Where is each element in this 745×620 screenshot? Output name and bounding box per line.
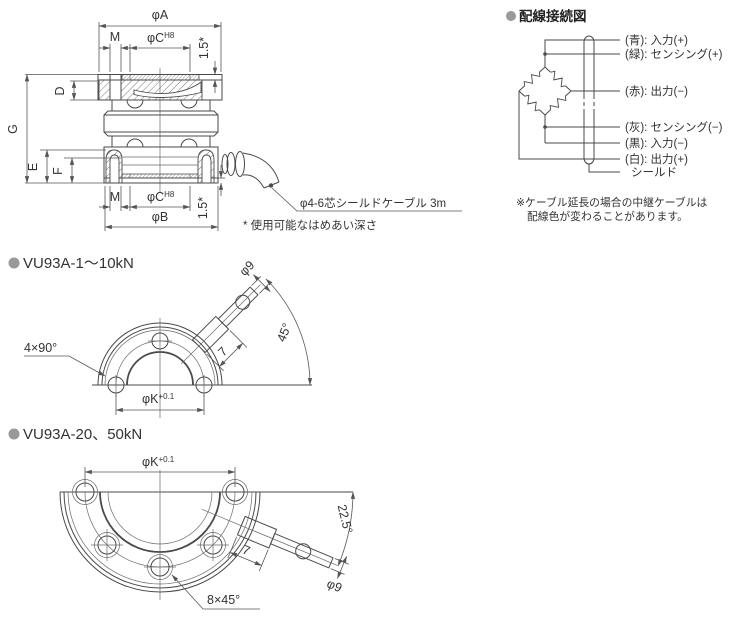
resistor-icon bbox=[547, 69, 569, 89]
dim-7-label: 7 bbox=[216, 344, 231, 359]
lower-neck bbox=[111, 136, 211, 148]
dim-d: D bbox=[53, 80, 98, 101]
dim-m-top: M bbox=[99, 30, 132, 72]
dim-8x45-label: 8×45° bbox=[207, 593, 240, 607]
dim-e-label: E bbox=[26, 163, 40, 171]
body-band bbox=[103, 110, 219, 137]
section-bullet-icon bbox=[8, 257, 20, 269]
dim-45-label: 45° bbox=[274, 321, 294, 344]
dim-depth-top: 1.5* bbox=[197, 37, 218, 93]
dim-m-top-label: M bbox=[110, 30, 120, 44]
resistor-icon bbox=[521, 93, 543, 113]
cable-sheath bbox=[583, 35, 595, 165]
upper-neck bbox=[111, 99, 211, 111]
dim-angle-22-5: 22.5° bbox=[335, 491, 356, 567]
wire-label-red: (赤): 出力(−) bbox=[625, 84, 688, 98]
dim-depth-bottom-label: 1.5* bbox=[196, 197, 210, 219]
wire-label-green: (緑): センシング(+) bbox=[625, 47, 723, 61]
wire-label-white: (白): 出力(+) bbox=[625, 152, 688, 166]
dim-d-label: D bbox=[53, 86, 67, 95]
cable-extension-note-1: ※ケーブル延長の場合の中継ケーブルは bbox=[516, 195, 707, 209]
dim-phi-k: φK+0.1 bbox=[84, 455, 236, 487]
dim-m-bottom-label: M bbox=[110, 190, 120, 204]
view2-title: VU93A-20、50kN bbox=[23, 426, 142, 443]
callout-4x90: 4×90° bbox=[24, 341, 106, 377]
cable-exit-45: 7 φ9 bbox=[180, 258, 271, 372]
dim-f-label: F bbox=[51, 167, 65, 175]
dim-phi-c-top-label: φCH8 bbox=[147, 31, 175, 45]
cable-exit-22-5: 7 φ9 bbox=[201, 508, 349, 596]
dim-phi-a: φA bbox=[98, 8, 222, 72]
bolt-holes bbox=[107, 332, 213, 397]
cable-dot bbox=[268, 183, 274, 188]
view-vu93a-1-10kn: VU93A-1〜10kN 7 φ9 bbox=[8, 255, 313, 418]
cable-extension-note-2: 配線色が変わることがあります。 bbox=[527, 209, 688, 223]
dim-angle-45: 45° bbox=[265, 278, 313, 386]
dim-phi9-label: φ9 bbox=[325, 577, 344, 596]
wire-label-gray: (灰): センシング(−) bbox=[625, 120, 723, 134]
fit-depth-note: * 使用可能なはめあい深さ bbox=[243, 218, 377, 232]
dim-g: G bbox=[6, 74, 104, 184]
junction-dot bbox=[543, 52, 547, 56]
junction-dot bbox=[543, 125, 547, 129]
dim-g-label: G bbox=[6, 124, 20, 134]
dim-phik-label: φK+0.1 bbox=[142, 392, 175, 406]
strain-gauge-bridge bbox=[518, 66, 572, 116]
dim-phi-b-label: φB bbox=[152, 210, 168, 224]
bottom-diaphragm bbox=[121, 173, 199, 179]
resistor-icon bbox=[547, 93, 569, 113]
dim-phi-b: φB bbox=[104, 186, 219, 231]
dim-phi-c-top: φCH8 bbox=[129, 31, 191, 72]
view1-title: VU93A-1〜10kN bbox=[23, 255, 134, 272]
dim-22-5-label: 22.5° bbox=[335, 503, 356, 535]
dim-m-bottom: M bbox=[99, 186, 132, 211]
dim-connector-7: 7 bbox=[206, 330, 248, 372]
wiring-diagram: 配線接続図 (青): 入力(+) (緑): センシング(+) (赤): 出力(−… bbox=[506, 8, 723, 223]
dim-phi9: φ9 bbox=[325, 555, 349, 596]
cross-section-drawing: φA M φCH8 1.5* D G E bbox=[6, 8, 462, 232]
spoke-cutout bbox=[133, 81, 202, 98]
bottom-flange bbox=[103, 146, 219, 184]
callout-8x45: 8×45° bbox=[171, 574, 260, 610]
cable-callout: φ4-6芯シールドケーブル 3m bbox=[271, 187, 462, 212]
top-diaphragm bbox=[121, 74, 200, 81]
dim-4x90-label: 4×90° bbox=[24, 341, 57, 355]
cable-gland bbox=[221, 151, 280, 189]
dim-phi-a-label: φA bbox=[152, 8, 169, 22]
dim-depth-bottom: 1.5* bbox=[196, 165, 225, 219]
dim-phi-c-bottom: φCH8 bbox=[129, 186, 191, 211]
dim-e: E bbox=[26, 149, 106, 184]
dim-connector-7: 7 bbox=[227, 536, 269, 572]
dim-7-label: 7 bbox=[240, 543, 252, 559]
dim-f: F bbox=[51, 157, 121, 184]
wire-label-black: (黒): 入力(−) bbox=[625, 137, 688, 150]
wiring-title: 配線接続図 bbox=[519, 8, 587, 24]
dim-phi-k: φK+0.1 bbox=[115, 392, 205, 415]
bridge-wires bbox=[518, 39, 620, 173]
top-flange bbox=[97, 74, 223, 101]
section-bullet-icon bbox=[506, 11, 516, 21]
dim-phik-label: φK+0.1 bbox=[142, 455, 175, 469]
section-bullet-icon bbox=[8, 428, 20, 440]
view-vu93a-20-50kn: VU93A-20、50kN 7 bbox=[8, 426, 356, 610]
cable-label: φ4-6芯シールドケーブル 3m bbox=[300, 196, 446, 210]
wire-label-shield: シールド bbox=[631, 167, 677, 179]
wire-label-blue: (青): 入力(+) bbox=[625, 34, 688, 47]
dim-depth-top-label: 1.5* bbox=[197, 37, 211, 59]
resistor-icon bbox=[521, 69, 543, 89]
dim-phi-c-bottom-label: φCH8 bbox=[147, 190, 175, 204]
